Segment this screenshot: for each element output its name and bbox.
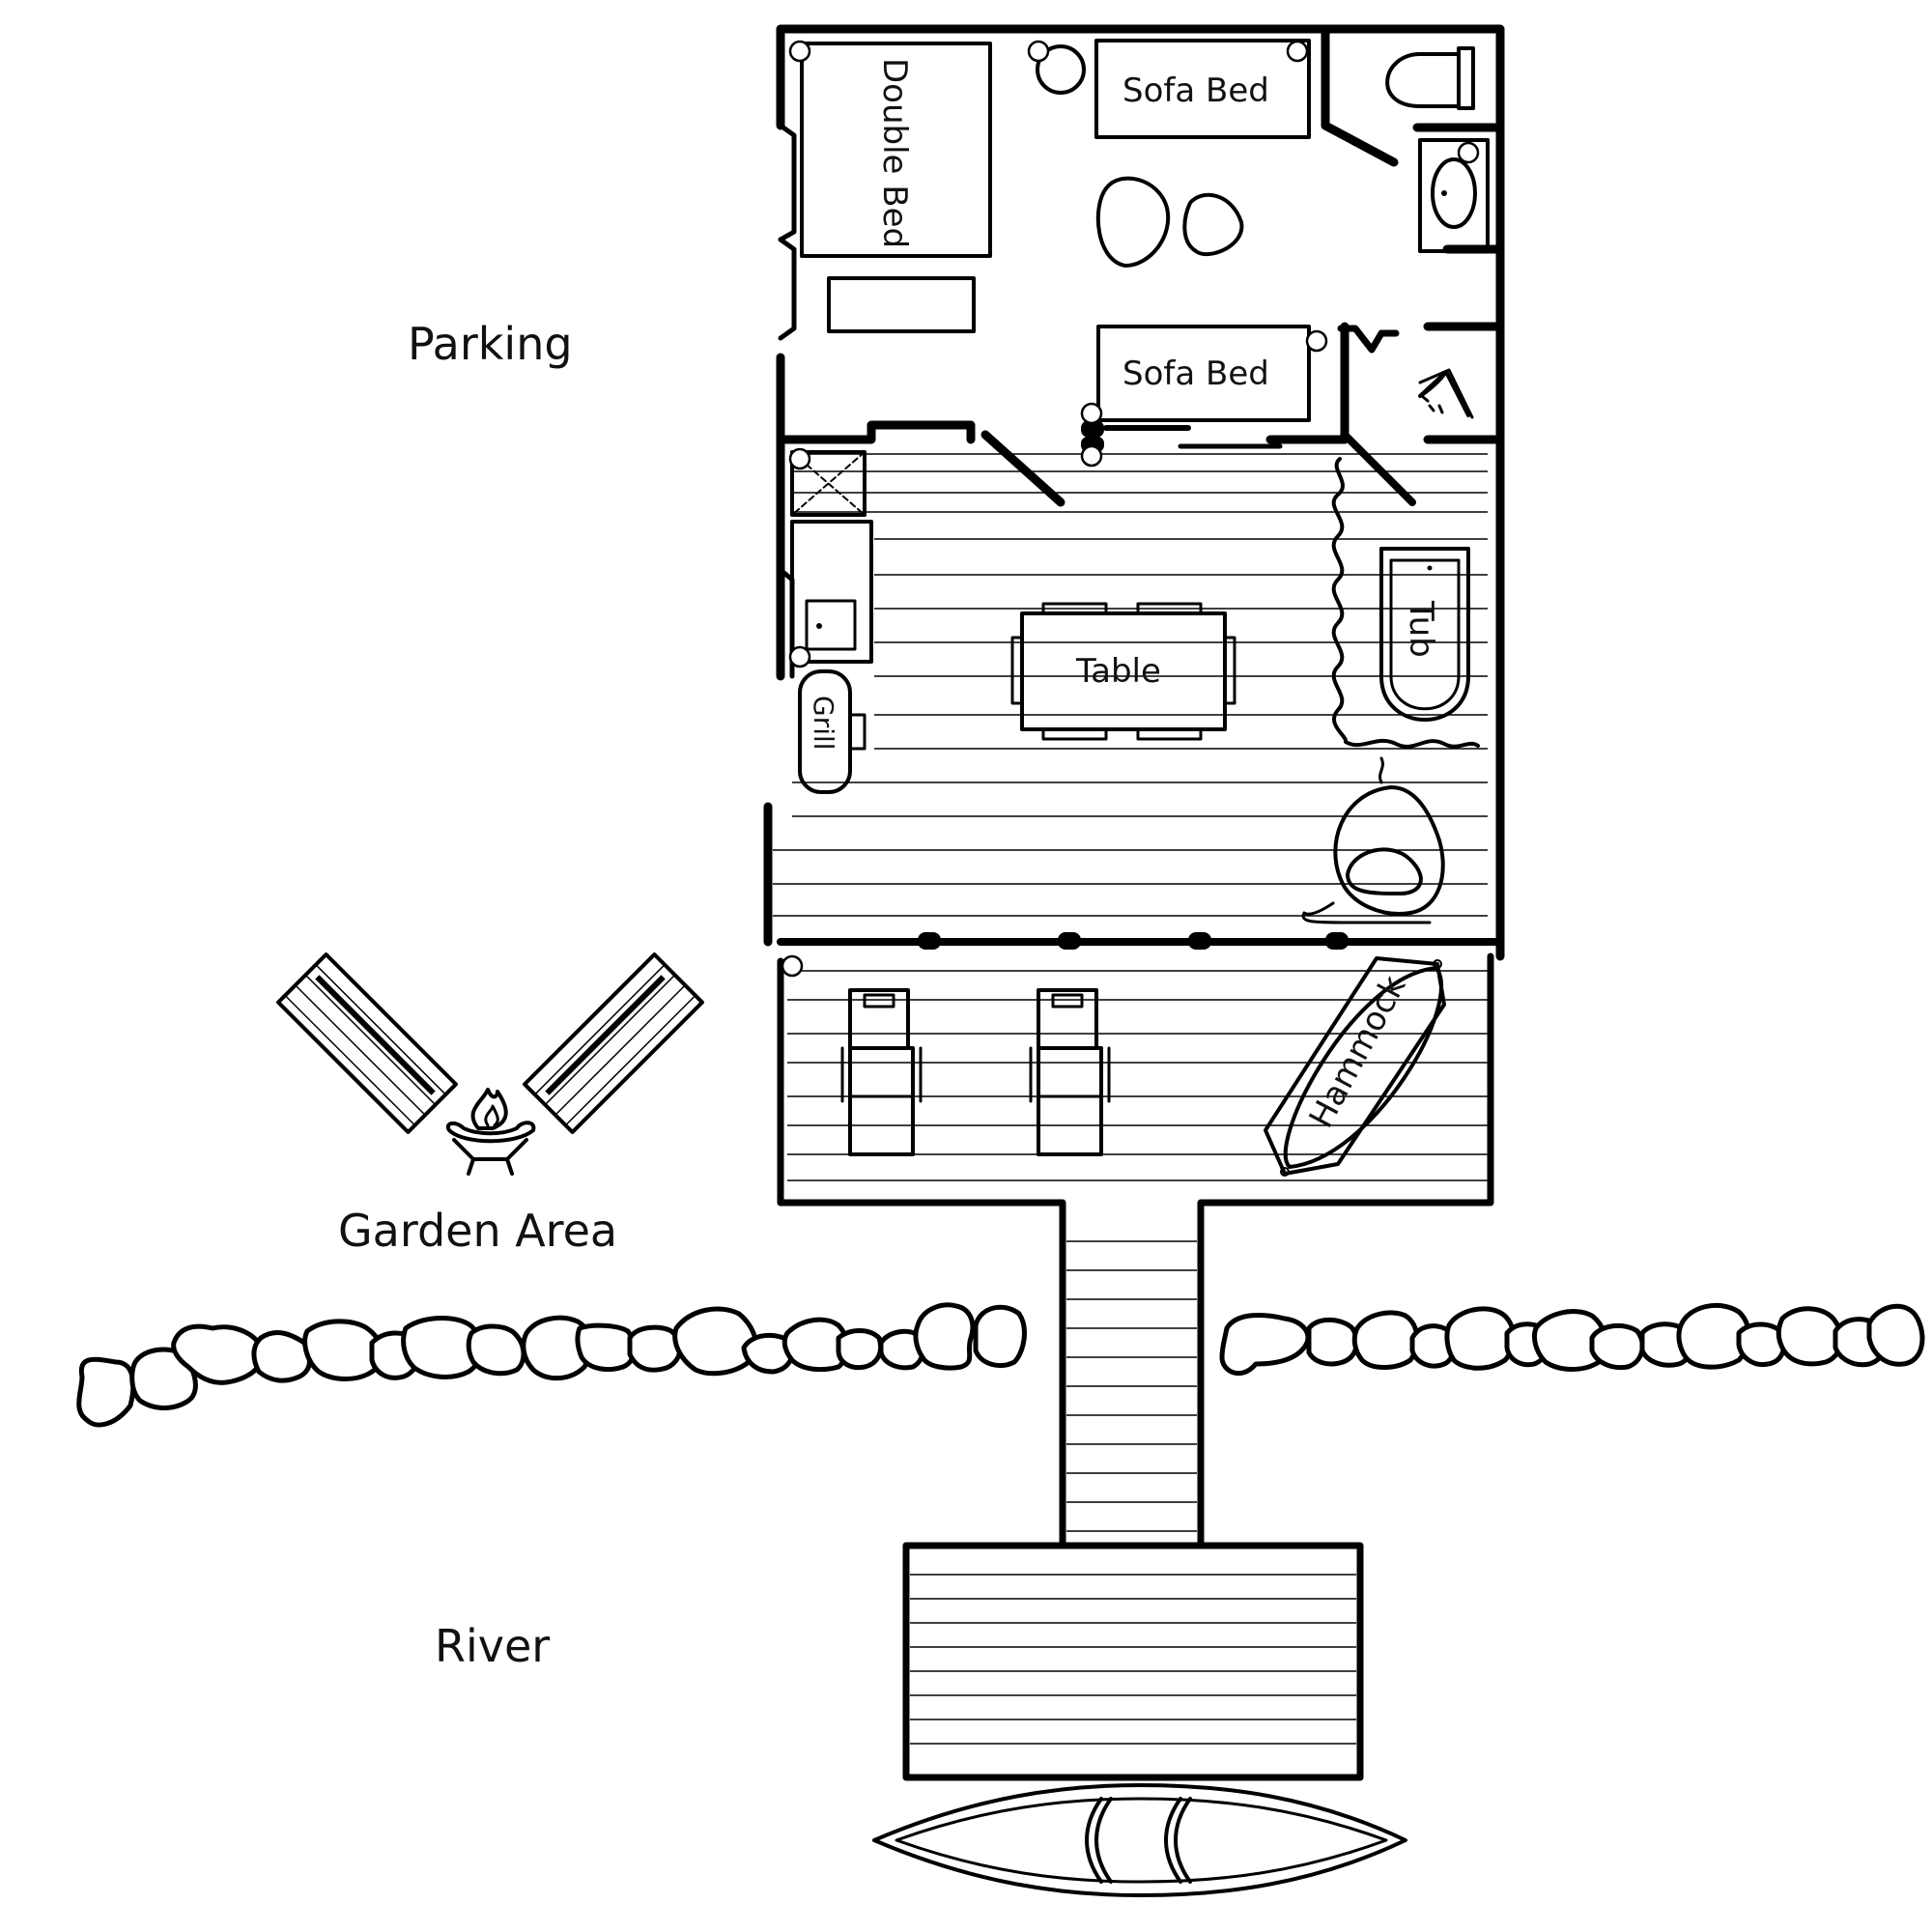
shower-icon xyxy=(1418,368,1474,419)
hammock: Hammock xyxy=(1264,956,1446,1177)
sofa-bed-bottom: Sofa Bed xyxy=(1096,325,1311,422)
rock-wall-right xyxy=(1219,1302,1925,1377)
sofa-bed-bottom-label: Sofa Bed xyxy=(1122,355,1269,393)
side-table xyxy=(1036,44,1086,95)
garden-area-label: Garden Area xyxy=(338,1205,617,1257)
deck-boards xyxy=(773,453,1488,1745)
railing-posts xyxy=(781,420,1500,950)
toilet-icon xyxy=(1385,46,1475,110)
hammock-label: Hammock xyxy=(1302,969,1414,1134)
double-bed: Double Bed xyxy=(800,42,992,333)
lounge-chair-1 xyxy=(840,988,923,1156)
ottomans xyxy=(1095,176,1244,268)
fire-pit-icon xyxy=(445,1088,536,1176)
kitchen-counter xyxy=(790,520,873,664)
tub: Tub xyxy=(1379,547,1470,722)
tub-label: Tub xyxy=(1402,600,1440,658)
hanging-chair-icon xyxy=(1301,756,1445,924)
grill-label: Grill xyxy=(808,696,839,751)
sofa-bed-top: Sofa Bed xyxy=(1094,39,1311,139)
sofa-bed-top-label: Sofa Bed xyxy=(1122,71,1269,110)
lounge-chair-2 xyxy=(1029,988,1111,1156)
dining-table: Table xyxy=(1010,602,1236,741)
outlet-icon xyxy=(781,40,1480,978)
canoe-icon xyxy=(872,1783,1407,1897)
river-label: River xyxy=(435,1620,550,1672)
cabin-walls xyxy=(763,24,1505,1781)
parking-label: Parking xyxy=(408,318,573,370)
rock-wall-left xyxy=(76,1302,1027,1428)
double-bed-label: Double Bed xyxy=(875,58,914,248)
shower-curtain xyxy=(1331,457,1480,749)
grill: Grill xyxy=(798,669,867,794)
garden-bench-left xyxy=(276,952,458,1134)
garden-bench-right xyxy=(523,952,704,1134)
sink-icon xyxy=(1418,138,1490,253)
table-label: Table xyxy=(1075,652,1161,691)
